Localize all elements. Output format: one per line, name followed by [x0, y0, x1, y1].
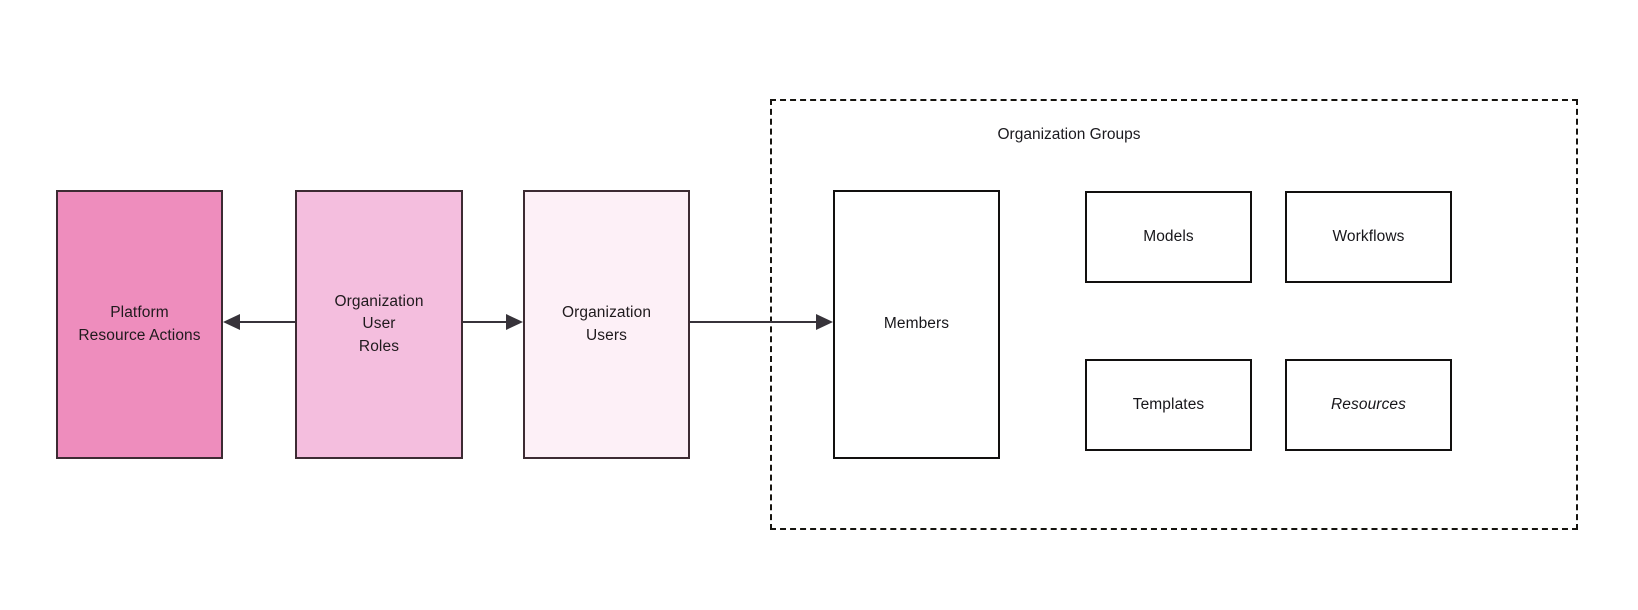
node-label: Organization Users: [561, 304, 652, 344]
connector-line: [237, 321, 295, 323]
node-workflows[interactable]: Workflows: [1285, 191, 1452, 283]
organization-groups-container: [770, 99, 1578, 530]
connector-roles-to-users: [463, 312, 523, 332]
node-label: Platform Resource Actions: [78, 304, 201, 344]
node-organization-users[interactable]: Organization Users: [523, 190, 690, 459]
node-platform-resource-actions[interactable]: Platform Resource Actions: [56, 190, 223, 459]
node-label: Models: [1143, 227, 1194, 245]
connector-roles-to-actions: [223, 312, 295, 332]
node-templates[interactable]: Templates: [1085, 359, 1252, 451]
node-models[interactable]: Models: [1085, 191, 1252, 283]
node-members[interactable]: Members: [833, 190, 1000, 459]
connector-line: [463, 321, 509, 323]
node-resources[interactable]: Resources: [1285, 359, 1452, 451]
node-label: Resources: [1331, 395, 1406, 413]
node-label: Members: [883, 315, 950, 333]
node-organization-user-roles[interactable]: Organization User Roles: [295, 190, 463, 459]
organization-groups-title: Organization Groups: [997, 126, 1141, 143]
node-label: Templates: [1132, 395, 1205, 413]
arrow-head-left: [223, 314, 240, 330]
node-label: Organization User Roles: [334, 292, 424, 355]
node-label: Workflows: [1332, 227, 1405, 245]
arrow-head-right: [506, 314, 523, 330]
